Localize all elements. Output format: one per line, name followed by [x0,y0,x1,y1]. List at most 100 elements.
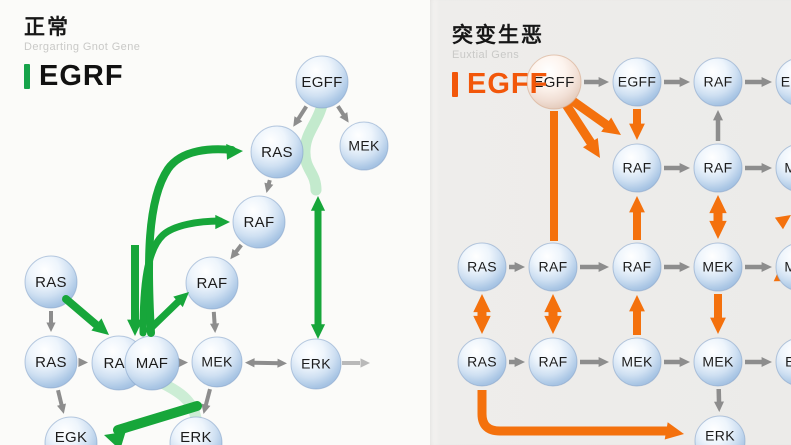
node-circle [339,121,389,171]
green-maf-to-raf-arrowhead [173,292,189,308]
node-circle [24,335,78,389]
node-circle [693,143,743,193]
node-label: MAF [136,355,169,372]
edge-mek-erk-down [201,388,212,414]
node-ras: RAS [24,255,78,309]
mek-mek-r4-arrowhead [679,357,690,367]
raf-mek-arrowhead [210,323,220,334]
node-circle [528,337,578,387]
node-ras: RAS [457,337,507,387]
mek-mek-cut-arrowhead [761,262,772,272]
node-circle [169,416,223,445]
green-down-to-maf-arrowhead [127,319,143,336]
node-circle [694,415,746,445]
node-mek: MEK [775,244,791,290]
node-label: RAF [244,214,275,231]
edge-green-curve-to-raf [139,214,230,337]
node-raf: RAF [612,143,662,193]
edge-egff-egff [584,77,609,87]
edge-green-curve-to-ras [144,144,243,337]
node-ras: RAS [457,242,507,292]
node-label: MEK [621,354,653,370]
right-nodes: EGFFEGFFRAFEGFFRAFRAFMEKRASRAFRAFMEKMEKR… [457,54,791,445]
raf-raf-r2-arrowhead [679,163,690,173]
node-label: RAF [623,259,652,275]
mek-erk-both-arrowhead [277,358,288,368]
edge-raf-mek-r3 [664,262,690,272]
edge-maf-mek [178,358,189,368]
raf-mek-cut-arrowhead [761,163,772,173]
edge-mek-erk-cut [745,357,772,367]
node-ras: RAS [24,335,78,389]
node-circle [775,59,791,105]
green-curve-to-raf-arrowhead [215,214,230,230]
node-circle [775,145,791,191]
edge-mek-erk-down [714,388,724,413]
node-erk: ERK [169,416,223,445]
node-circle [457,242,507,292]
node-label: RAS [467,354,497,370]
node-circle [775,244,791,290]
node-label: EGFF [533,74,574,91]
node-label: ERK [705,428,735,444]
edge-orange-diag-1 [565,94,621,135]
ras-egk-arrowhead [57,403,66,414]
edge-raf-raf-r3 [580,262,609,272]
node-label: RAF [704,160,733,176]
orange-mek-up-arrowhead [629,295,645,312]
ras-raf-r4-arrowhead [514,357,525,367]
green-to-egk-arrowhead [104,431,126,445]
egff-egff-arrowhead [598,77,609,87]
node-label: RAF [539,259,568,275]
node-label: ERK [785,354,791,370]
edge-orange-mek-up [629,295,645,335]
edge-ras-raf-r4 [509,357,525,367]
node-mek: MEK [693,337,743,387]
node-label: RAF [539,354,568,370]
node-circle [612,57,662,107]
node-circle [612,143,662,193]
edge-erk-out-fade [342,358,370,368]
egff-mek-arrowhead [339,112,349,123]
edge-line [144,145,236,337]
raf-mek-r3-arrowhead [679,262,690,272]
node-mek: MEK [775,145,791,191]
orange-diag-1-arrowhead [601,117,621,135]
mutated-panel: EGFFEGFFRAFEGFFRAFRAFMEKRASRAFRAFMEKMEKR… [430,0,791,445]
left-gene-row: EGRF [24,62,140,91]
node-label: RAF [704,74,733,90]
edge-orange-mek-down [710,294,726,334]
green-erk-egff-both-arrowhead [310,324,326,339]
edge-ras-raf2 [78,357,89,367]
orange-diag-2-arrowhead [583,138,600,158]
node-circle [24,255,78,309]
node-raf: RAF [528,337,578,387]
edge-green-erk-egff-both [310,196,326,339]
node-label: RAS [35,354,67,371]
edge-orange-elbow-erk [477,390,684,440]
raf-up-raf-arrowhead [713,110,723,121]
orange-raf-mek-both-arrowhead [709,195,727,214]
node-mek: MEK [693,242,743,292]
node-erk: ERK [290,338,342,390]
right-panel-header: 突变生恶 Euxtial Gens EGFF [452,24,548,99]
edge-green-to-egk [104,401,202,445]
node-label: RAS [467,259,497,275]
node-raf: RAF [693,143,743,193]
edge-raf-raf [230,243,243,260]
green-curve-to-ras-arrowhead [226,144,243,160]
node-label: RAS [35,274,67,291]
orange-ras-ras-both-arrowhead [473,294,491,313]
node-label: RAS [261,144,293,161]
node-label: MEK [784,160,791,176]
node-circle [612,242,662,292]
left-title: 正常 [24,16,70,39]
node-label: MEK [702,259,734,275]
edge-mek-mek-r4 [664,357,690,367]
node-circle [232,195,286,249]
edge-raf-mek-r4 [580,357,609,367]
node-circle [457,337,507,387]
node-raf: RAF [232,195,286,249]
